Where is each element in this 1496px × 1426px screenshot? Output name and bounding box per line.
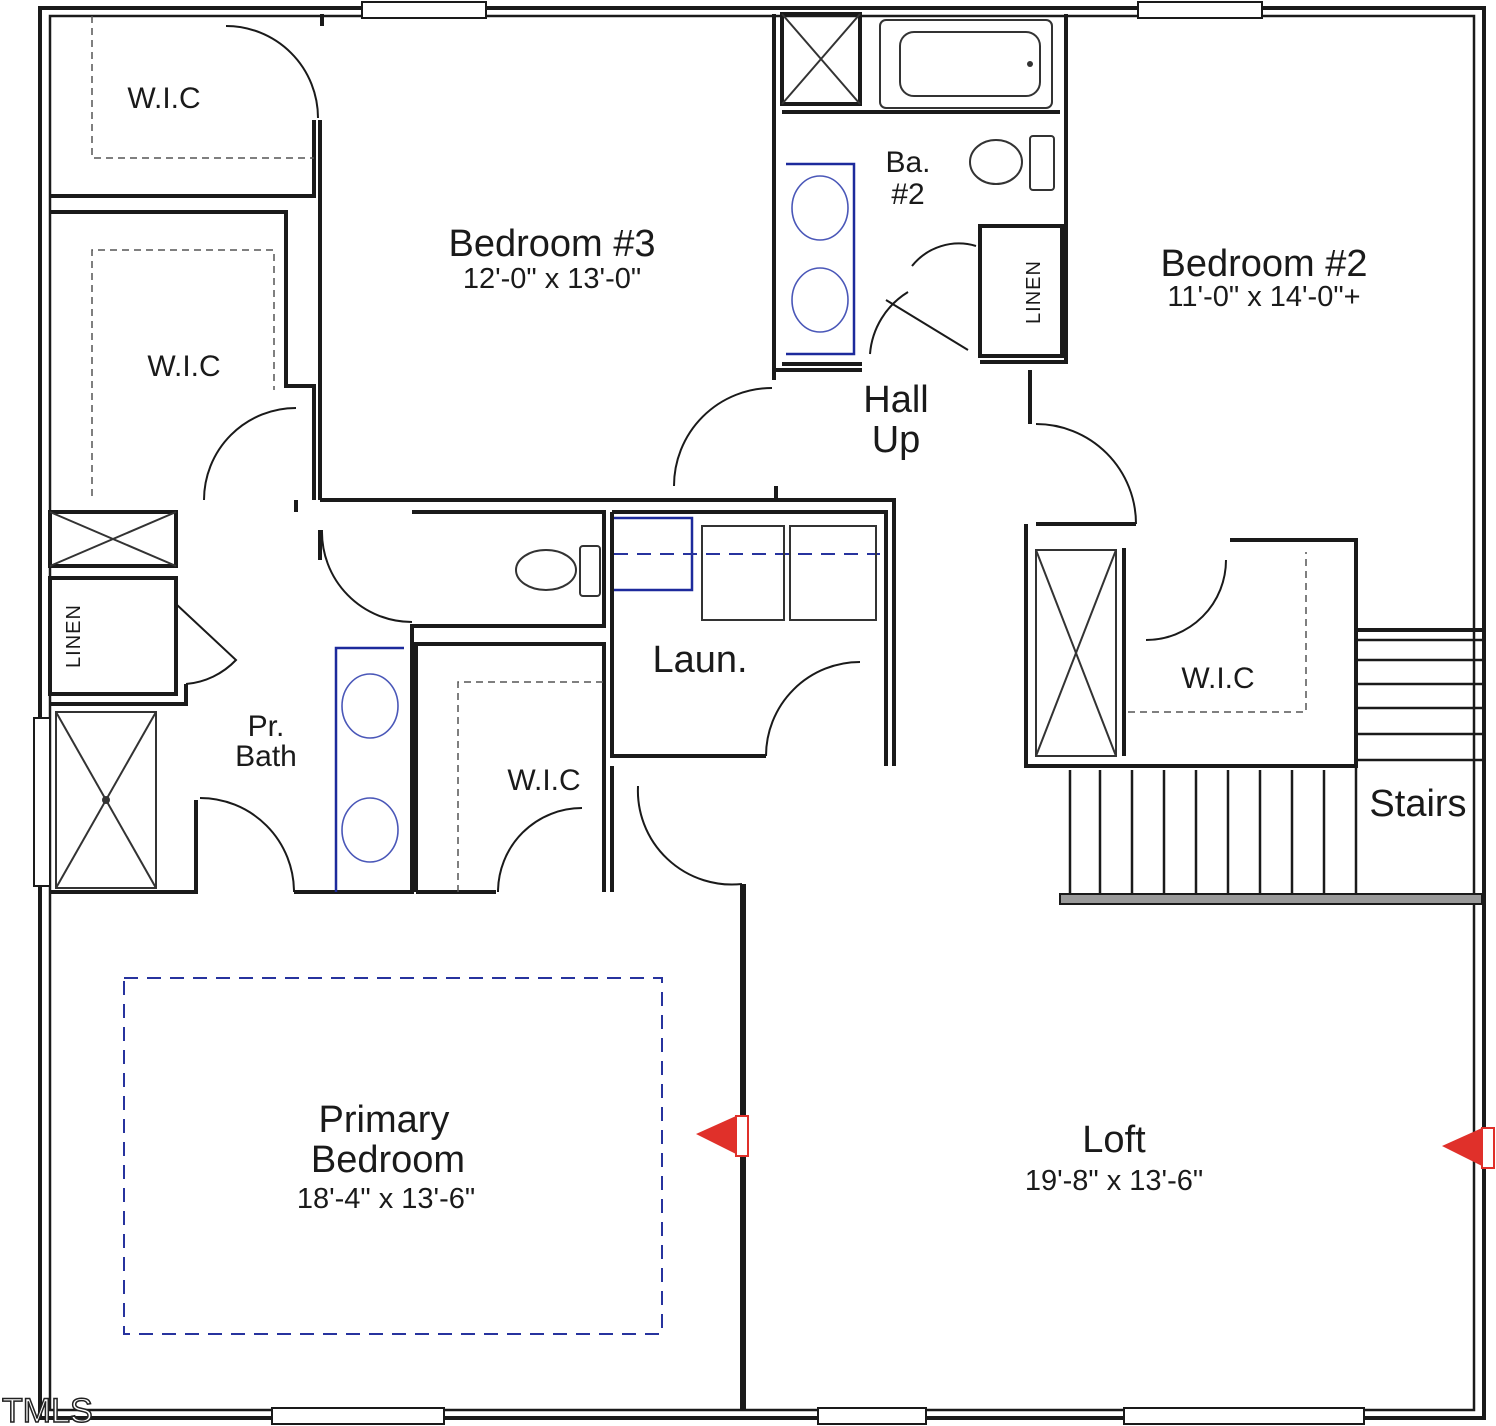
label-bedroom2: Bedroom #2 — [1160, 243, 1367, 285]
watermark-logo: TMLS — [2, 1392, 93, 1426]
closet-shelves — [91, 16, 1307, 892]
room-labels: W.I.C W.I.C Bedroom #3 12'-0" x 13'-0" B… — [63, 82, 1467, 1215]
label-bath2-line1: Ba. — [885, 146, 930, 179]
label-bedroom2-dims: 11'-0" x 14'-0"+ — [1167, 281, 1360, 313]
label-hall-line2: Up — [872, 419, 921, 461]
label-loft: Loft — [1082, 1119, 1146, 1161]
section-marker-right — [1442, 1128, 1482, 1166]
hatched-boxes — [49, 13, 1117, 889]
label-wic-center: W.I.C — [507, 764, 580, 797]
label-linen-left: LINEN — [63, 604, 85, 668]
label-bath2-line2: #2 — [891, 178, 924, 211]
label-laundry: Laun. — [652, 639, 747, 681]
section-marker-left — [696, 1116, 736, 1154]
label-primary-bath-line1: Pr. — [248, 710, 285, 743]
bath-fixtures — [123, 19, 1055, 1335]
exterior-walls — [38, 6, 1486, 1420]
label-wic-mid-left: W.I.C — [147, 350, 220, 383]
label-wic-right: W.I.C — [1181, 662, 1254, 695]
stairs — [1068, 638, 1482, 894]
section-markers — [696, 1115, 1495, 1169]
label-linen-top: LINEN — [1023, 260, 1045, 324]
door-swings — [175, 25, 1227, 893]
label-primary-bedroom-dims: 18'-4" x 13'-6" — [297, 1183, 475, 1215]
label-bedroom3: Bedroom #3 — [448, 223, 655, 265]
label-hall-line1: Hall — [863, 379, 928, 421]
label-loft-dims: 19'-8" x 13'-6" — [1025, 1165, 1203, 1197]
label-wic-top-left: W.I.C — [127, 82, 200, 115]
label-primary-bath-line2: Bath — [235, 740, 297, 773]
label-bedroom3-dims: 12'-0" x 13'-0" — [463, 263, 641, 295]
windows — [33, 1, 1365, 1425]
label-stairs: Stairs — [1369, 783, 1466, 825]
label-primary-bedroom-line1: Primary — [319, 1099, 450, 1141]
label-primary-bedroom-line2: Bedroom — [311, 1139, 465, 1181]
